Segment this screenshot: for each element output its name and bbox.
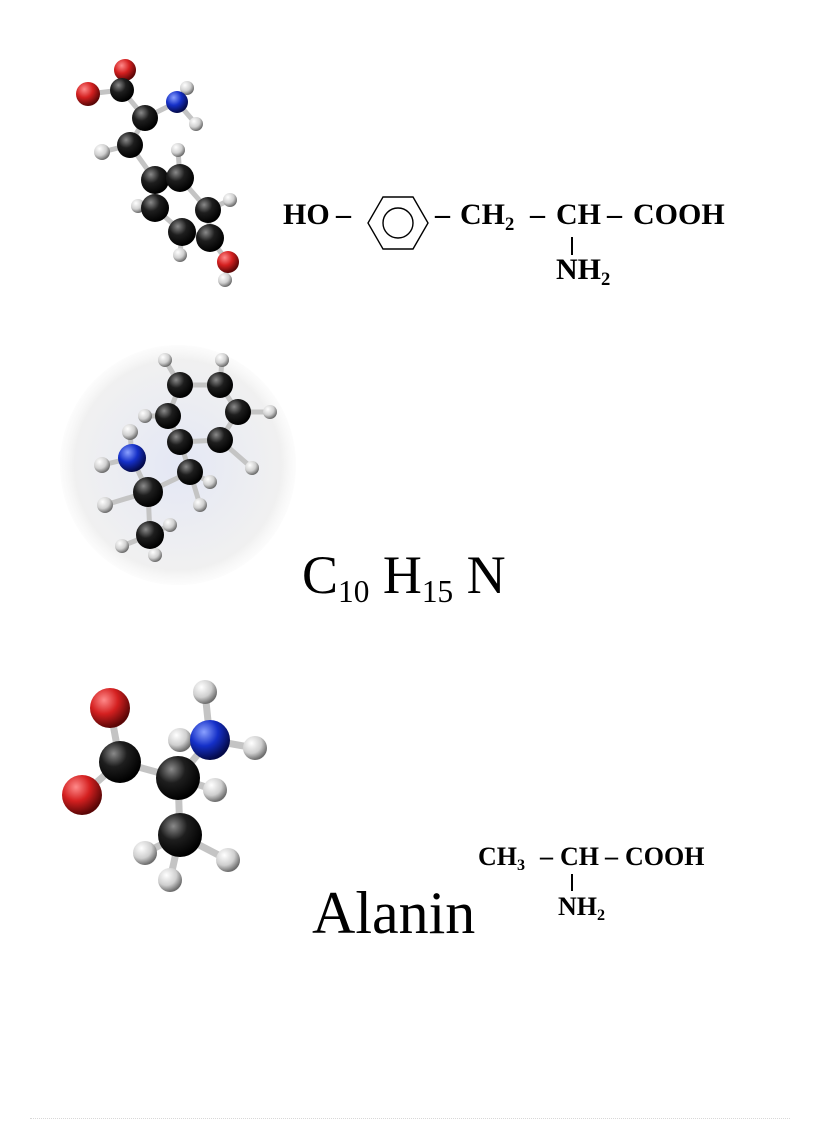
alanine-name: Alanin [312,880,476,946]
amino-group: NH2 [558,892,606,924]
alanine-structural-formula: CH3 – CH – COOH NH2 [478,842,728,932]
bond-dash: – [435,198,450,231]
tyrosine-structural-formula: HO – – CH2 – CH – COOH NH2 [280,195,740,305]
bond-dash: – [605,842,618,871]
carboxyl-group: COOH [625,842,705,871]
amphetamine-ball-and-stick-model [60,345,296,585]
methylene-group: CH2 [460,198,515,235]
bond-dash: – [336,198,351,231]
bond-dash: – [530,198,545,231]
alpha-carbon-group: CH [556,198,601,231]
amphetamine-molecular-formula: C10 H15 N [302,545,506,609]
hydroxyl-group: HO [283,198,330,231]
page-footer-divider [30,1118,790,1119]
vertical-bond [571,874,573,891]
alanine-ball-and-stick-model [62,680,267,892]
tyrosine-ball-and-stick-model [76,59,239,287]
alpha-carbon-group: CH [560,842,599,871]
carboxyl-group: COOH [633,198,725,231]
methyl-group: CH3 [478,842,526,874]
vertical-bond [571,237,573,255]
benzene-ring [367,196,429,250]
bond-dash: – [607,198,622,231]
amino-group: NH2 [556,253,611,290]
bond-dash: – [540,842,553,871]
